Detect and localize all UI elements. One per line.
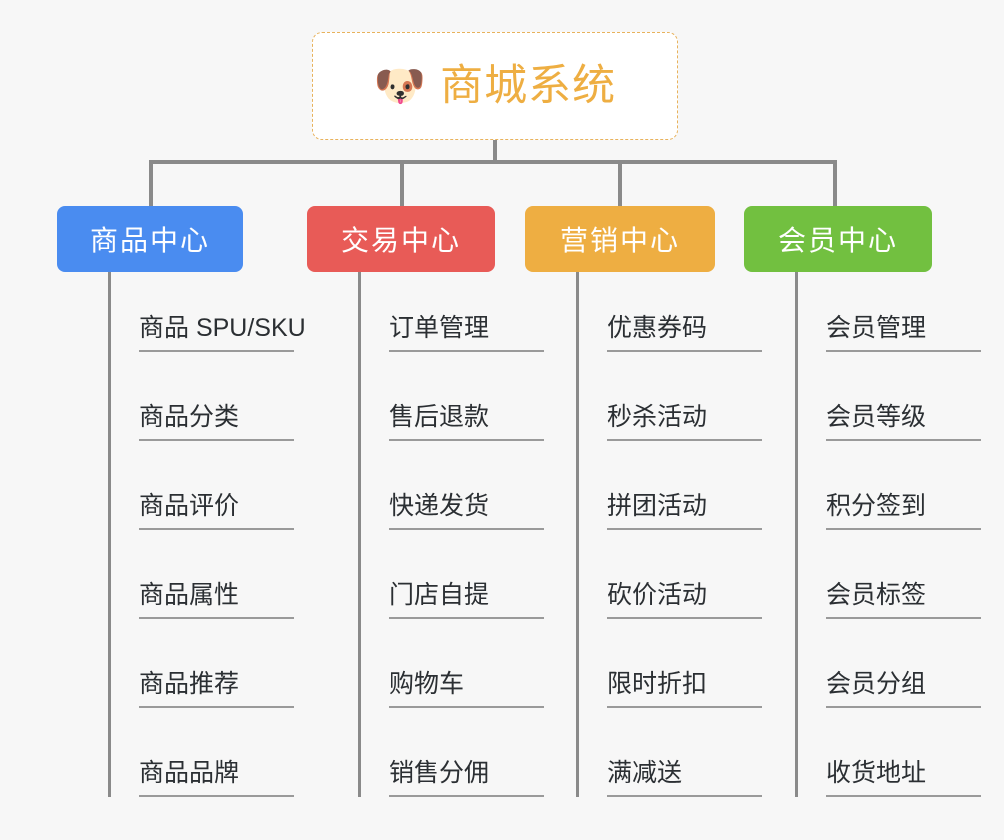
- leaf-label: 销售分佣: [389, 758, 490, 787]
- category-column-1: 交易中心 订单管理 售后退款 快递发货 门店自提 购物车 销售分佣: [307, 206, 544, 797]
- leaf-item[interactable]: 会员分组: [826, 619, 981, 708]
- leaf-label: 砍价活动: [607, 580, 708, 609]
- leaf-item[interactable]: 秒杀活动: [607, 352, 762, 441]
- leaf-label: 满减送: [607, 758, 683, 787]
- leaf-item[interactable]: 商品分类: [139, 352, 294, 441]
- leaf-item[interactable]: 门店自提: [389, 530, 544, 619]
- shiba-dog-face-icon: 🐶: [373, 62, 427, 109]
- leaf-item[interactable]: 砍价活动: [607, 530, 762, 619]
- leaf-item[interactable]: 商品属性: [139, 530, 294, 619]
- root-node-title: 商城系统: [440, 61, 617, 110]
- category-header-label-3: 会员中心: [777, 225, 898, 256]
- leaf-label: 商品 SPU/SKU: [139, 313, 306, 342]
- category-header-3[interactable]: 会员中心: [744, 206, 932, 272]
- connector-drop-1: [400, 160, 404, 206]
- leaf-item[interactable]: 商品 SPU/SKU: [139, 272, 306, 352]
- leaf-list-2: 优惠券码 秒杀活动 拼团活动 砍价活动 限时折扣 满减送: [576, 272, 762, 797]
- leaf-label: 会员等级: [826, 402, 927, 431]
- leaf-item[interactable]: 商品评价: [139, 441, 294, 530]
- connector-drop-0: [149, 160, 153, 206]
- leaf-item[interactable]: 会员管理: [826, 272, 981, 352]
- leaf-item[interactable]: 商品推荐: [139, 619, 294, 708]
- leaf-item[interactable]: 会员标签: [826, 530, 981, 619]
- leaf-label: 门店自提: [389, 580, 490, 609]
- leaf-label: 商品评价: [139, 491, 240, 520]
- leaf-label: 优惠券码: [607, 313, 708, 342]
- leaf-item[interactable]: 积分签到: [826, 441, 981, 530]
- category-column-0: 商品中心 商品 SPU/SKU 商品分类 商品评价 商品属性 商品推荐 商品品牌: [57, 206, 306, 797]
- leaf-label: 售后退款: [389, 402, 490, 431]
- leaf-label: 收货地址: [826, 758, 927, 787]
- category-header-label-2: 营销中心: [559, 225, 680, 256]
- connector-drop-3: [833, 160, 837, 206]
- leaf-item[interactable]: 订单管理: [389, 272, 544, 352]
- leaf-label: 会员分组: [826, 669, 927, 698]
- leaf-label: 快递发货: [389, 491, 490, 520]
- leaf-label: 商品品牌: [139, 758, 240, 787]
- leaf-item[interactable]: 拼团活动: [607, 441, 762, 530]
- leaf-label: 商品分类: [139, 402, 240, 431]
- leaf-item[interactable]: 快递发货: [389, 441, 544, 530]
- leaf-item[interactable]: 售后退款: [389, 352, 544, 441]
- leaf-label: 秒杀活动: [607, 402, 708, 431]
- connector-drop-2: [618, 160, 622, 206]
- category-header-label-0: 商品中心: [89, 225, 210, 256]
- category-header-1[interactable]: 交易中心: [307, 206, 495, 272]
- leaf-label: 商品属性: [139, 580, 240, 609]
- category-column-3: 会员中心 会员管理 会员等级 积分签到 会员标签 会员分组 收货地址: [744, 206, 981, 797]
- leaf-label: 购物车: [389, 669, 465, 698]
- leaf-label: 会员管理: [826, 313, 927, 342]
- leaf-list-3: 会员管理 会员等级 积分签到 会员标签 会员分组 收货地址: [795, 272, 981, 797]
- category-header-0[interactable]: 商品中心: [57, 206, 243, 272]
- leaf-label: 商品推荐: [139, 669, 240, 698]
- category-header-label-1: 交易中心: [340, 225, 461, 256]
- category-column-2: 营销中心 优惠券码 秒杀活动 拼团活动 砍价活动 限时折扣 满减送: [525, 206, 762, 797]
- leaf-item[interactable]: 优惠券码: [607, 272, 762, 352]
- leaf-item[interactable]: 销售分佣: [389, 708, 544, 797]
- leaf-item[interactable]: 满减送: [607, 708, 762, 797]
- leaf-item[interactable]: 限时折扣: [607, 619, 762, 708]
- leaf-label: 限时折扣: [607, 669, 708, 698]
- leaf-item[interactable]: 购物车: [389, 619, 544, 708]
- leaf-list-1: 订单管理 售后退款 快递发货 门店自提 购物车 销售分佣: [358, 272, 544, 797]
- category-header-2[interactable]: 营销中心: [525, 206, 715, 272]
- leaf-label: 拼团活动: [607, 491, 708, 520]
- leaf-item[interactable]: 收货地址: [826, 708, 981, 797]
- leaf-label: 积分签到: [826, 491, 927, 520]
- leaf-item[interactable]: 商品品牌: [139, 708, 294, 797]
- leaf-list-0: 商品 SPU/SKU 商品分类 商品评价 商品属性 商品推荐 商品品牌: [108, 272, 306, 797]
- leaf-label: 会员标签: [826, 580, 927, 609]
- connector-root-stem: [493, 140, 497, 162]
- root-node[interactable]: 🐶 商城系统: [312, 32, 678, 140]
- leaf-label: 订单管理: [389, 313, 490, 342]
- leaf-item[interactable]: 会员等级: [826, 352, 981, 441]
- connector-horizontal-bus: [149, 160, 837, 164]
